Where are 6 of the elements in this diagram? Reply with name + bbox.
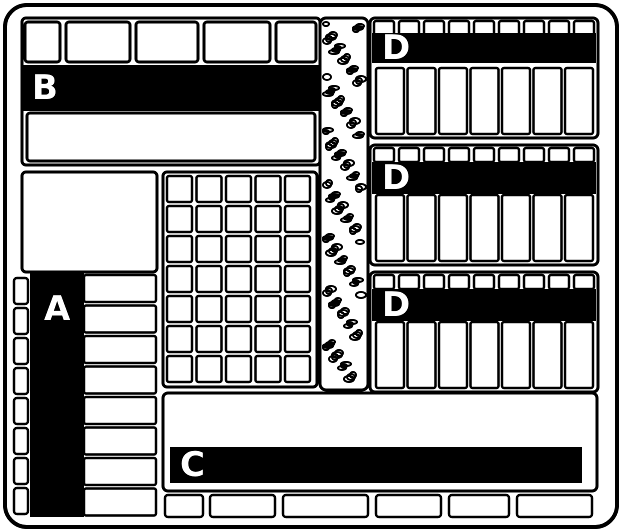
labeled-band: D <box>372 33 596 63</box>
labeled-band: D <box>372 162 596 194</box>
labeled-band: B <box>22 65 320 111</box>
labeled-band: A <box>30 272 84 517</box>
labeled-band: D <box>372 289 596 321</box>
labeled-band: C <box>170 447 582 483</box>
